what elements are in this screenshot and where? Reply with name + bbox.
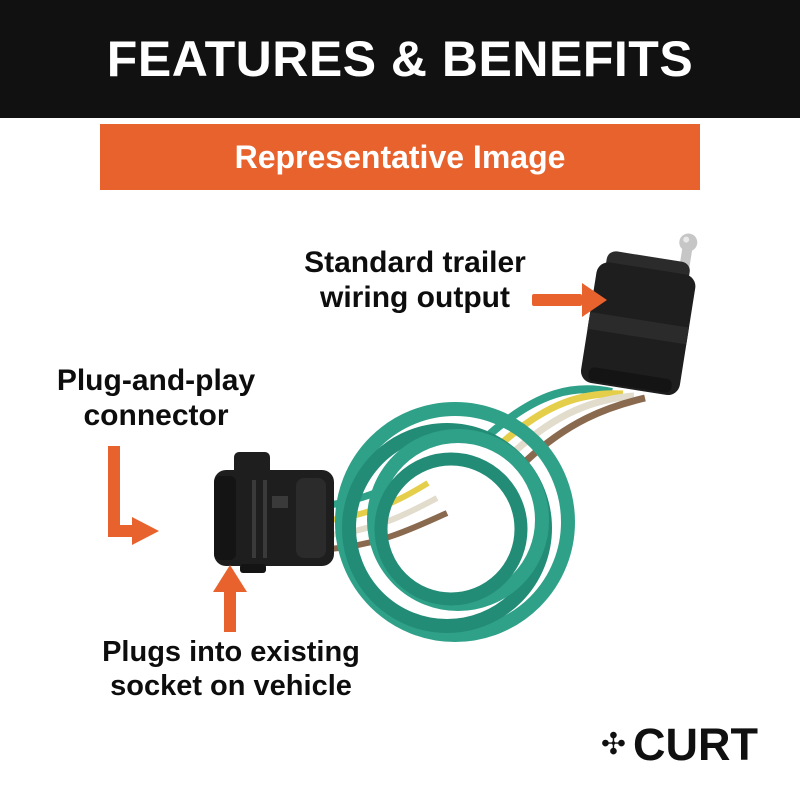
representative-image-banner: Representative Image (100, 124, 700, 190)
coiled-green-wire (335, 402, 575, 642)
arrow-to-socket (213, 565, 247, 632)
curt-logo-text: CURT (633, 719, 758, 770)
page-title: FEATURES & BENEFITS (106, 31, 694, 87)
trailer-output-connector (580, 233, 698, 396)
plug-and-play-connector (214, 452, 334, 573)
curt-logo: ✣ CURT (601, 722, 758, 767)
arrow-to-output (532, 283, 607, 317)
banner-label: Representative Image (234, 138, 566, 175)
curt-flower-icon: ✣ (600, 727, 627, 761)
callout-standard-output: Standard trailer wiring output (304, 246, 526, 314)
callout-plug-and-play: Plug-and-play connector (56, 364, 256, 432)
features-benefits-banner: FEATURES & BENEFITS (0, 0, 800, 118)
callout-existing-socket: Plugs into existing socket on vehicle (102, 636, 360, 702)
arrow-to-connector (108, 446, 159, 545)
